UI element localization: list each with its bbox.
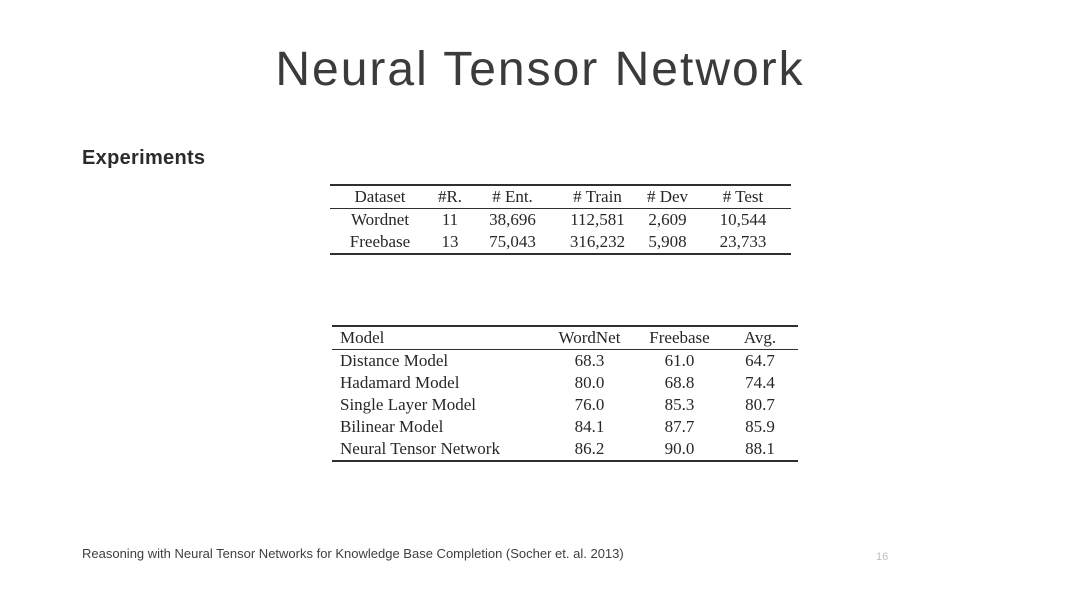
dataset-table-header-cell: # Dev — [646, 187, 689, 206]
table-cell: Wordnet — [350, 210, 410, 229]
results-table-header-cell: WordNet — [558, 328, 621, 347]
table-cell: 316,232 — [569, 232, 626, 251]
table-cell: 87.7 — [664, 417, 695, 436]
results-table-header-cell: Model — [340, 328, 385, 347]
table-cell: 84.1 — [574, 417, 605, 436]
results-table: Model WordNet Freebase Avg. Distance Mod… — [332, 325, 798, 462]
table-cell: Single Layer Model — [340, 395, 476, 414]
table-cell: 76.0 — [574, 395, 605, 414]
page-number: 16 — [876, 551, 889, 563]
table-cell: 88.1 — [745, 439, 775, 458]
table-cell: 64.7 — [745, 351, 775, 370]
table-cell: 10,544 — [719, 210, 767, 229]
dataset-table-header-cell: # Ent. — [492, 187, 533, 206]
dataset-table-header-cell: # Train — [573, 187, 622, 206]
table-cell: 61.0 — [664, 351, 695, 370]
table-cell: 85.3 — [664, 395, 695, 414]
table-row: Single Layer Model 76.0 85.3 80.7 — [332, 394, 798, 416]
table-cell: 11 — [441, 210, 459, 229]
table-cell: 68.3 — [574, 351, 605, 370]
results-table-header-row: Model WordNet Freebase Avg. — [332, 326, 798, 350]
table-cell: 80.7 — [745, 395, 775, 414]
slide-title: Neural Tensor Network — [275, 43, 805, 96]
table-cell: 75,043 — [489, 232, 536, 251]
table-cell: Hadamard Model — [340, 373, 460, 392]
table-cell: Distance Model — [340, 351, 449, 370]
footer-citation: Reasoning with Neural Tensor Networks fo… — [82, 546, 624, 561]
table-cell: 5,908 — [648, 232, 687, 251]
table-row: Distance Model 68.3 61.0 64.7 — [332, 350, 798, 373]
table-cell: 68.8 — [664, 373, 695, 392]
table-cell: 13 — [441, 232, 459, 251]
table-cell: 85.9 — [745, 417, 775, 436]
section-label: Experiments — [82, 147, 206, 169]
results-table-header-cell: Freebase — [649, 328, 710, 347]
table-cell: 90.0 — [664, 439, 695, 458]
table-cell: 112,581 — [570, 210, 625, 229]
table-cell: 38,696 — [489, 210, 536, 229]
table-row: Freebase 13 75,043 316,232 5,908 23,733 — [330, 231, 791, 254]
table-row: Bilinear Model 84.1 87.7 85.9 — [332, 416, 798, 438]
table-row: Wordnet 11 38,696 112,581 2,609 10,544 — [330, 209, 791, 232]
dataset-table-header-cell: #R. — [437, 187, 463, 206]
dataset-table: Dataset #R. # Ent. # Train # Dev # Test … — [330, 184, 791, 255]
table-cell: 80.0 — [574, 373, 605, 392]
table-cell: Neural Tensor Network — [340, 439, 500, 458]
table-cell: 2,609 — [648, 210, 687, 229]
table-row: Hadamard Model 80.0 68.8 74.4 — [332, 372, 798, 394]
dataset-table-header-cell: Dataset — [354, 187, 406, 206]
results-table-header-cell: Avg. — [743, 328, 777, 347]
table-cell: 23,733 — [719, 232, 767, 251]
table-cell: Freebase — [349, 232, 411, 251]
table-cell: 74.4 — [745, 373, 775, 392]
table-cell: 86.2 — [574, 439, 605, 458]
table-cell: Bilinear Model — [340, 417, 444, 436]
dataset-table-header-cell: # Test — [722, 187, 764, 206]
table-row-highlight: Neural Tensor Network 86.2 90.0 88.1 — [332, 438, 798, 461]
dataset-table-header-row: Dataset #R. # Ent. # Train # Dev # Test — [330, 185, 791, 209]
